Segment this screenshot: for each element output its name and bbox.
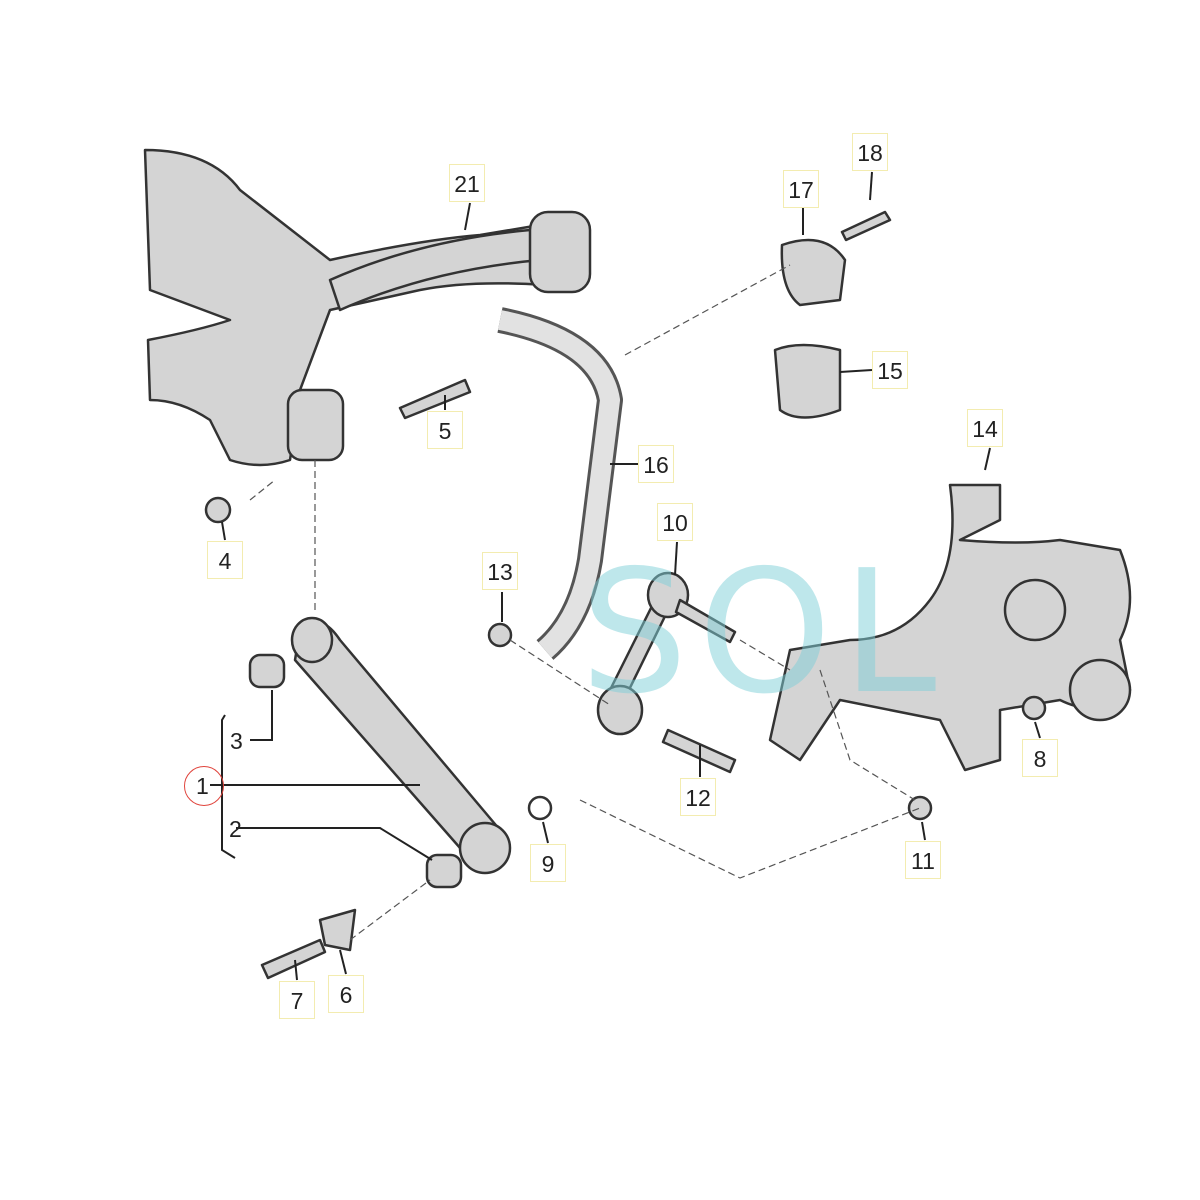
bush xyxy=(773,343,842,419)
coupling-rod-stud xyxy=(674,598,737,644)
assembly-dashed-lines xyxy=(249,264,921,941)
callout-9: 9 xyxy=(530,844,566,882)
nut-8 xyxy=(1021,695,1047,721)
plate-6 xyxy=(318,908,357,952)
nut-13 xyxy=(487,622,513,648)
callout-12: 12 xyxy=(680,778,716,816)
callout-18: 18 xyxy=(852,133,888,171)
watermark: SOL xyxy=(580,534,947,732)
leader-lines xyxy=(210,171,1041,981)
bolt-7 xyxy=(260,938,327,980)
nut-4 xyxy=(204,496,232,524)
callout-3: 3 xyxy=(230,728,243,754)
callout-5: 5 xyxy=(427,411,463,449)
callout-21: 21 xyxy=(449,164,485,202)
stabilizer-bar-fill xyxy=(498,310,620,658)
callout-14: 14 xyxy=(967,409,1003,447)
bracket xyxy=(780,238,847,307)
bolt-5 xyxy=(398,378,472,420)
callout-2: 2 xyxy=(229,816,242,842)
callout-15: 15 xyxy=(872,351,908,389)
washer-9 xyxy=(527,795,553,821)
coupling-rod-lower-joint xyxy=(596,684,644,736)
lower-arm-outer-eye xyxy=(458,821,512,875)
callout-10: 10 xyxy=(657,503,693,541)
bushing-3 xyxy=(248,653,286,689)
callout-1: 1 xyxy=(196,773,209,799)
callout-11: 11 xyxy=(905,841,941,879)
callout-16: 16 xyxy=(638,445,674,483)
highlight-circle xyxy=(184,766,224,806)
callout-6: 6 xyxy=(328,975,364,1013)
callout-7: 7 xyxy=(279,981,315,1019)
wheel-hub xyxy=(1003,578,1067,642)
subframe-bushing xyxy=(286,388,345,462)
callout-8: 8 xyxy=(1022,739,1058,777)
upper-arm-bushing xyxy=(528,210,592,294)
callout-4: 4 xyxy=(207,541,243,579)
lower-arm-inner-eye xyxy=(290,616,334,664)
callout-17: 17 xyxy=(783,170,819,208)
callout-13: 13 xyxy=(482,552,518,590)
bushing-2 xyxy=(425,853,463,889)
bolt-18 xyxy=(840,210,892,242)
nut-11 xyxy=(907,795,933,821)
carrier-bushing xyxy=(1068,658,1132,722)
subframe xyxy=(143,148,547,467)
